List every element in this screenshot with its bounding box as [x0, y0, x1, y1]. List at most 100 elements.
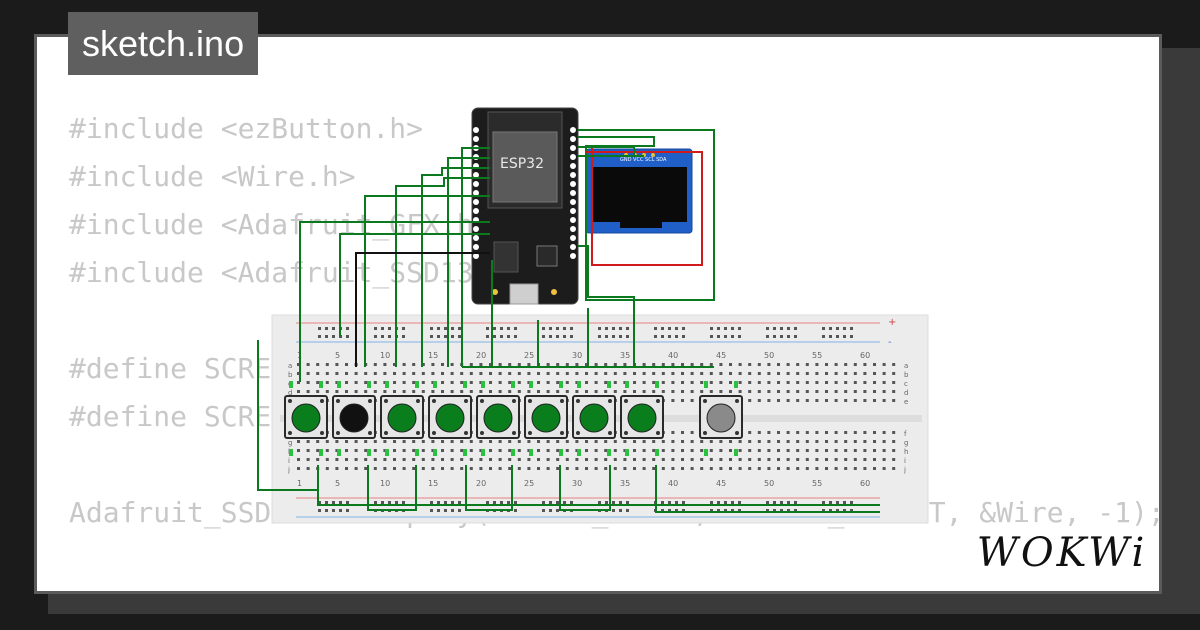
- esp32-pins: [473, 127, 576, 259]
- push-button[interactable]: [620, 381, 664, 456]
- terminal-hole: [594, 390, 598, 393]
- rail-hole: [563, 501, 566, 504]
- rail-hole: [731, 327, 734, 330]
- terminal-hole: [450, 458, 454, 461]
- push-button[interactable]: [428, 381, 472, 456]
- terminal-hole: [777, 372, 780, 375]
- row-letter: i: [288, 457, 290, 465]
- wire-green: [578, 245, 635, 367]
- oled-display[interactable]: GND VCC SCL SDA: [585, 148, 693, 234]
- column-number: 50: [764, 479, 774, 488]
- terminal-hole: [719, 440, 723, 443]
- rail-hole: [787, 335, 790, 338]
- terminal-hole: [527, 390, 531, 393]
- push-button[interactable]: [572, 381, 616, 456]
- terminal-hole: [489, 467, 492, 470]
- rail-hole: [794, 335, 797, 338]
- terminal-hole: [441, 458, 444, 461]
- terminal-hole: [306, 390, 310, 393]
- rail-hole: [451, 509, 454, 512]
- rail-hole: [318, 501, 321, 504]
- esp32-pin: [570, 136, 576, 142]
- terminal-hole: [796, 467, 800, 470]
- rail-hole: [822, 335, 825, 338]
- terminal-hole: [565, 390, 569, 393]
- rail-hole: [374, 327, 377, 330]
- terminal-hole: [527, 381, 531, 384]
- terminal-hole: [863, 363, 867, 366]
- terminal-hole: [412, 372, 416, 375]
- terminal-hole: [498, 440, 502, 443]
- rail-hole: [612, 327, 615, 330]
- terminal-hole: [652, 363, 656, 366]
- terminal-hole: [671, 440, 675, 443]
- terminal-hole: [431, 440, 435, 443]
- rail-hole: [514, 327, 517, 330]
- terminal-hole: [565, 449, 569, 452]
- rail-hole: [451, 335, 454, 338]
- wire-green: [578, 129, 715, 301]
- terminal-hole: [690, 458, 694, 461]
- terminal-hole: [815, 372, 819, 375]
- rail-hole: [661, 509, 664, 512]
- terminal-hole: [364, 390, 368, 393]
- terminal-hole: [325, 467, 329, 470]
- terminal-hole: [825, 449, 828, 452]
- terminal-hole: [844, 467, 848, 470]
- wire-green: [447, 157, 490, 367]
- row-letter: d: [288, 389, 292, 397]
- push-button[interactable]: [284, 381, 328, 456]
- push-button[interactable]: [332, 381, 376, 456]
- terminal-hole: [460, 372, 464, 375]
- terminal-hole: [892, 399, 896, 402]
- rail-hole: [318, 327, 321, 330]
- terminal-hole: [719, 363, 723, 366]
- terminal-hole: [537, 458, 540, 461]
- terminal-hole: [834, 390, 838, 393]
- rail-hole: [717, 335, 720, 338]
- column-number: 20: [476, 479, 486, 488]
- rail-hole: [332, 501, 335, 504]
- push-button[interactable]: [380, 381, 424, 456]
- rail-hole: [773, 327, 776, 330]
- rail-hole: [556, 509, 559, 512]
- terminal-hole: [652, 381, 656, 384]
- sketch-file-tab[interactable]: sketch.ino: [68, 12, 259, 75]
- terminal-hole: [546, 440, 550, 443]
- esp32-pin: [473, 199, 479, 205]
- terminal-hole: [306, 458, 310, 461]
- terminal-hole: [642, 381, 646, 384]
- esp32-pin: [473, 226, 479, 232]
- wire-green: [421, 167, 490, 367]
- column-number: 55: [812, 351, 822, 360]
- rail-hole: [542, 509, 545, 512]
- terminal-hole: [786, 467, 790, 470]
- terminal-hole: [767, 390, 771, 393]
- rail-hole: [731, 509, 734, 512]
- terminal-hole: [729, 458, 732, 461]
- terminal-hole: [575, 467, 579, 470]
- rail-hole: [556, 327, 559, 330]
- terminal-hole: [719, 381, 723, 384]
- terminal-hole: [700, 440, 704, 443]
- esp32-board[interactable]: ESP32: [471, 107, 579, 305]
- terminal-hole: [498, 390, 502, 393]
- row-letter: i: [904, 457, 906, 465]
- terminal-hole: [700, 449, 704, 452]
- push-button[interactable]: [699, 381, 743, 456]
- terminal-hole: [652, 390, 656, 393]
- esp32-pin: [570, 172, 576, 178]
- terminal-hole: [681, 399, 684, 402]
- terminal-hole: [892, 363, 896, 366]
- terminal-hole: [297, 458, 300, 461]
- terminal-hole: [738, 458, 742, 461]
- terminal-hole: [844, 440, 848, 443]
- push-button[interactable]: [476, 381, 520, 456]
- terminal-hole: [431, 467, 435, 470]
- terminal-hole: [633, 458, 636, 461]
- terminal-hole: [373, 449, 377, 452]
- terminal-hole: [441, 440, 444, 443]
- rail-hole: [444, 335, 447, 338]
- push-button[interactable]: [524, 381, 568, 456]
- wire-green: [395, 177, 490, 367]
